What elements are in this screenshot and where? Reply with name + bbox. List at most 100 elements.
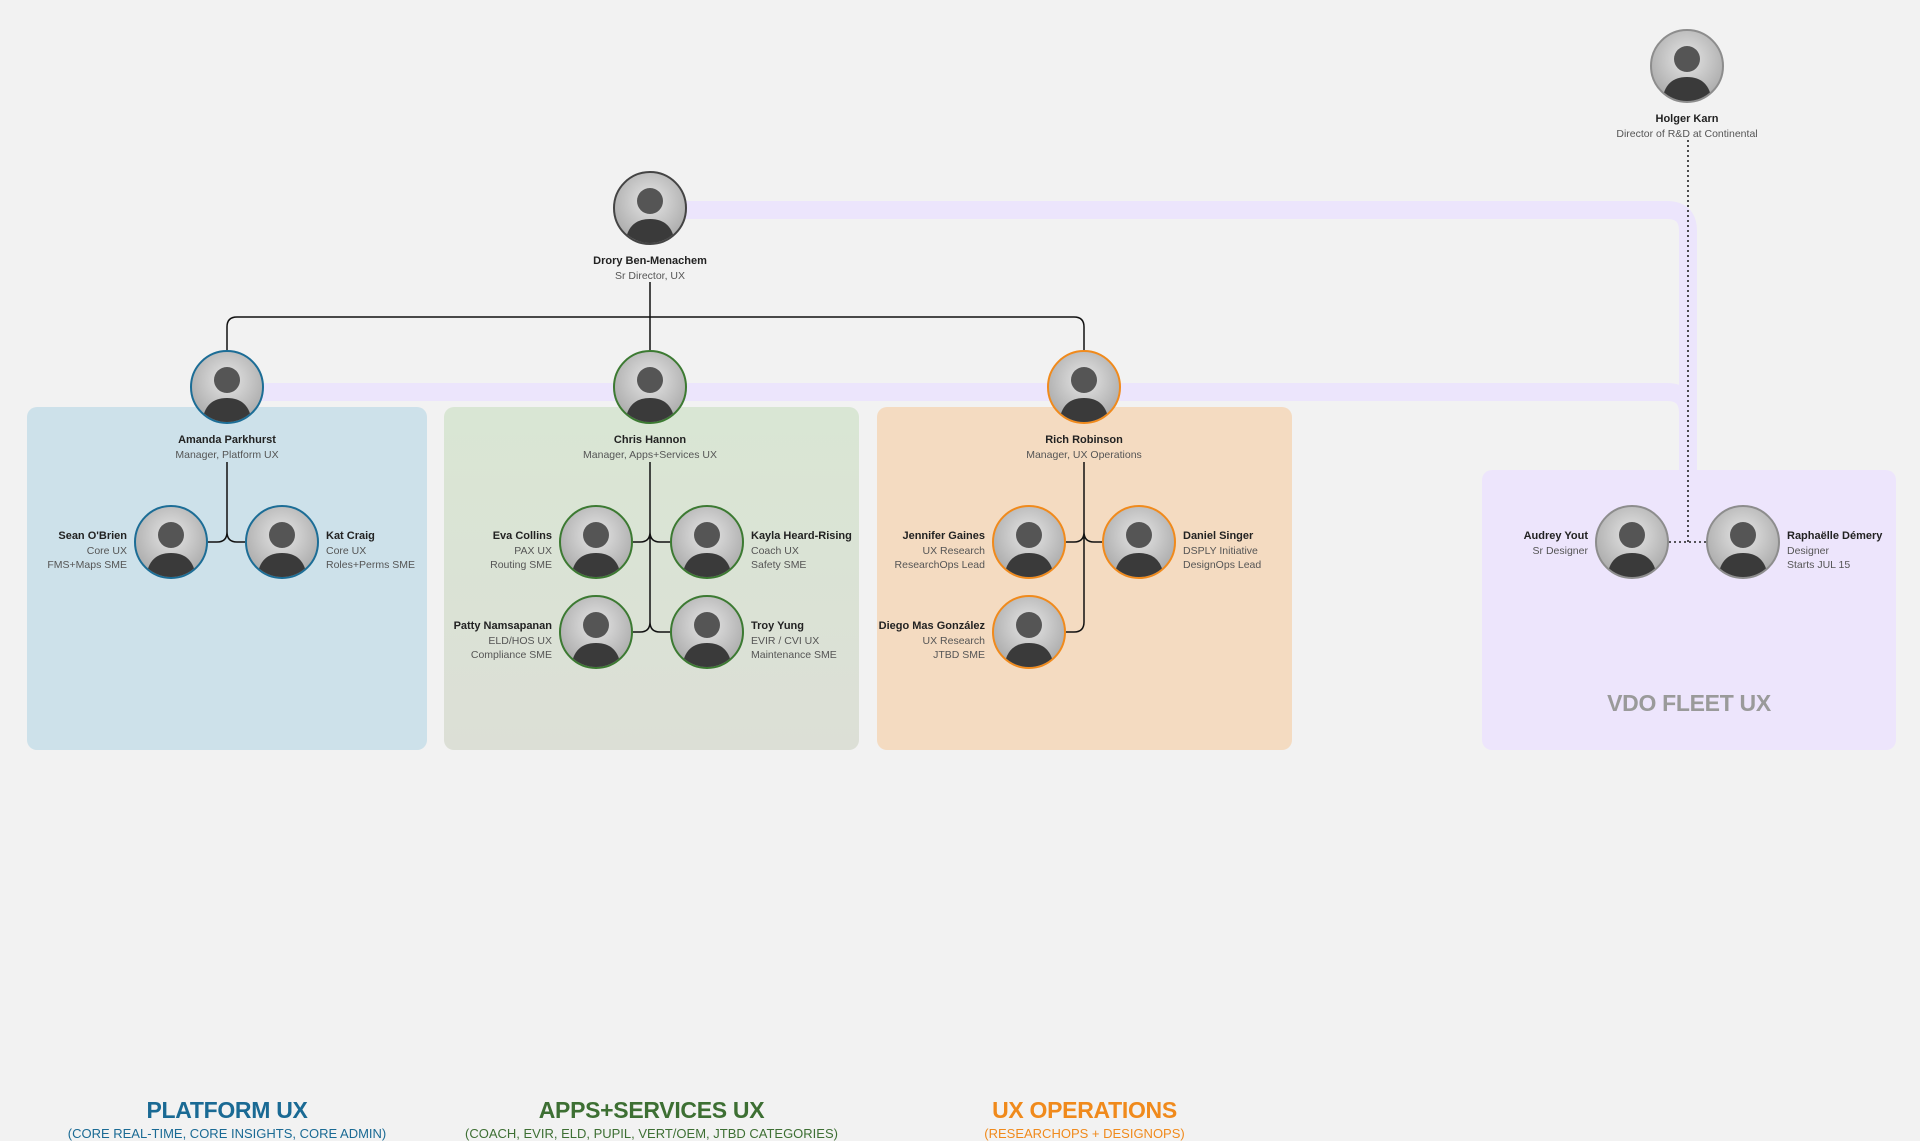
person-name: Audrey Yout <box>1523 530 1588 542</box>
avatar-jennifer-gaines[interactable] <box>992 505 1066 579</box>
person-photo-icon <box>1059 367 1109 422</box>
avatar-audrey-yout[interactable] <box>1595 505 1669 579</box>
person-role: DSPLY Initiative <box>1183 544 1258 557</box>
person-name: Chris Hannon <box>613 434 687 446</box>
team-subtitle: (RESEARCHOPS + DESIGNOPS) <box>984 1126 1185 1141</box>
person-photo-icon <box>1607 522 1657 577</box>
person-label-audrey-yout: Audrey Yout Sr Designer <box>1524 529 1588 558</box>
person-photo-icon <box>1004 522 1054 577</box>
team-subtitle: (CORE REAL-TIME, CORE INSIGHTS, CORE ADM… <box>67 1126 387 1141</box>
avatar-rich-robinson[interactable] <box>1047 350 1121 424</box>
avatar-eva-collins[interactable] <box>559 505 633 579</box>
person-photo-icon <box>257 522 307 577</box>
person-name: Rich Robinson <box>1045 434 1123 446</box>
person-role: UX Research <box>922 544 985 557</box>
person-role: JTBD SME <box>933 649 985 661</box>
person-name: Kat Craig <box>326 530 375 542</box>
avatar-raphaelle-demery[interactable] <box>1706 505 1780 579</box>
person-photo-icon <box>625 367 675 422</box>
team-title: APPS+SERVICES UX <box>538 1097 765 1123</box>
person-role: UX Research <box>922 634 985 647</box>
person-role: Manager, Platform UX <box>175 448 279 461</box>
person-role: EVIR / CVI UX <box>751 634 820 647</box>
person-name: Eva Collins <box>492 530 552 542</box>
person-role: Maintenance SME <box>751 649 837 661</box>
person-photo-icon <box>571 522 621 577</box>
avatar-kayla-heard-rising[interactable] <box>670 505 744 579</box>
person-name: Kayla Heard-Rising <box>751 530 852 542</box>
person-role: FMS+Maps SME <box>47 559 127 571</box>
person-photo-icon <box>682 612 732 667</box>
avatar-amanda-parkhurst[interactable] <box>190 350 264 424</box>
person-photo-icon <box>1662 46 1712 101</box>
team-subtitle: (COACH, EVIR, ELD, PUPIL, VERT/OEM, JTBD… <box>465 1126 838 1141</box>
person-name: Sean O'Brien <box>58 530 127 542</box>
person-role: Manager, Apps+Services UX <box>583 448 717 461</box>
avatar-diego-mas-gonzalez[interactable] <box>992 595 1066 669</box>
person-role: Core UX <box>326 544 367 557</box>
avatar-patty-namsapanan[interactable] <box>559 595 633 669</box>
avatar-holger-karn[interactable] <box>1650 29 1724 103</box>
person-role: Roles+Perms SME <box>326 559 415 571</box>
person-role: Starts JUL 15 <box>1787 559 1851 571</box>
avatar-sean-obrien[interactable] <box>134 505 208 579</box>
vdo-band-lower <box>227 383 1697 470</box>
person-role: DesignOps Lead <box>1183 559 1262 571</box>
person-photo-icon <box>625 188 675 243</box>
person-photo-icon <box>1718 522 1768 577</box>
person-photo-icon <box>1004 612 1054 667</box>
person-role: Manager, UX Operations <box>1026 448 1142 461</box>
person-role: Sr Designer <box>1532 544 1588 557</box>
team-panel-vdo-fleet-ux: VDO FLEET UX <box>1482 470 1896 750</box>
avatar-chris-hannon[interactable] <box>613 350 687 424</box>
avatar-kat-craig[interactable] <box>245 505 319 579</box>
person-photo-icon <box>1114 522 1164 577</box>
person-role: ResearchOps Lead <box>894 559 985 571</box>
person-name: Jennifer Gaines <box>902 530 985 542</box>
person-role: ELD/HOS UX <box>488 634 552 647</box>
reporting-lines <box>208 140 1706 633</box>
person-name: Holger Karn <box>1655 113 1719 125</box>
avatar-troy-yung[interactable] <box>670 595 744 669</box>
avatar-drory-ben-menachem[interactable] <box>613 171 687 245</box>
person-name: Raphaëlle Démery <box>1787 530 1883 542</box>
person-photo-icon <box>571 612 621 667</box>
person-name: Amanda Parkhurst <box>178 434 276 446</box>
team-title: PLATFORM UX <box>146 1097 308 1123</box>
person-role: Designer <box>1787 544 1830 557</box>
person-name: Daniel Singer <box>1183 530 1254 542</box>
person-name: Diego Mas González <box>878 620 985 632</box>
person-role: Core UX <box>86 544 127 557</box>
person-name: Drory Ben-Menachem <box>593 255 707 267</box>
person-name: Patty Namsapanan <box>453 620 552 632</box>
person-role: PAX UX <box>514 544 552 557</box>
person-photo-icon <box>146 522 196 577</box>
person-photo-icon <box>682 522 732 577</box>
team-title: VDO FLEET UX <box>1607 690 1771 716</box>
person-role: Director of R&D at Continental <box>1616 127 1758 140</box>
person-role: Safety SME <box>751 559 807 571</box>
person-role: Sr Director, UX <box>614 269 686 282</box>
dotted-line-report <box>1669 140 1706 543</box>
person-label-drory-ben-menachem: Drory Ben-Menachem Sr Director, UX <box>593 254 707 283</box>
person-role: Compliance SME <box>470 649 552 661</box>
avatar-daniel-singer[interactable] <box>1102 505 1176 579</box>
person-role: Coach UX <box>751 544 799 557</box>
team-title: UX OPERATIONS <box>992 1097 1177 1123</box>
person-name: Troy Yung <box>751 620 804 632</box>
person-photo-icon <box>202 367 252 422</box>
